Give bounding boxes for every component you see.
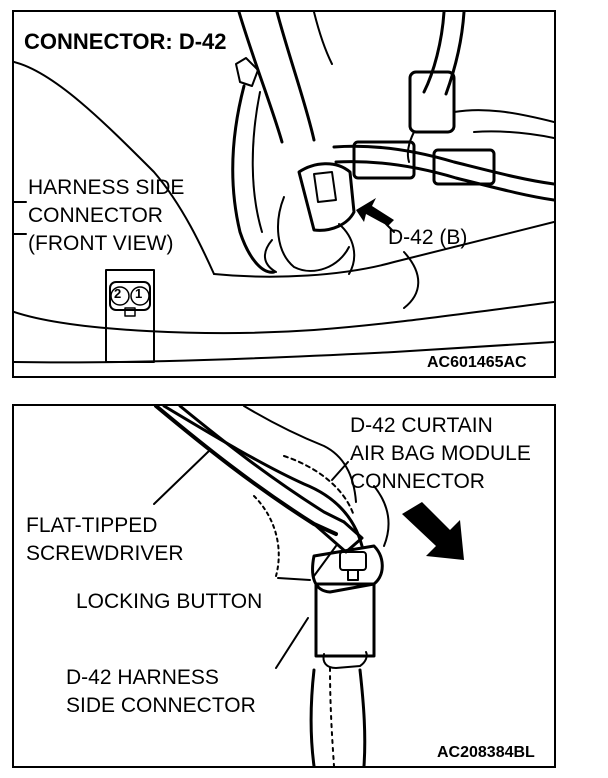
module-label-line-2: AIR BAG MODULE bbox=[350, 442, 531, 465]
locking-button-illustration bbox=[153, 406, 464, 766]
harness-side-connector-label-bottom: D-42 HARNESS SIDE CONNECTOR bbox=[66, 664, 256, 720]
module-label-line-3: CONNECTOR bbox=[350, 470, 485, 493]
harness-label-line-2: CONNECTOR bbox=[28, 204, 163, 227]
harness-label-line-3: (FRONT VIEW) bbox=[28, 232, 174, 255]
harness-side-connector-label: HARNESS SIDE CONNECTOR (FRONT VIEW) bbox=[28, 174, 184, 258]
bottom-diagram-panel: D-42 CURTAIN AIR BAG MODULE CONNECTOR FL… bbox=[12, 404, 556, 768]
screwdriver-label-line-2: SCREWDRIVER bbox=[26, 542, 184, 565]
screwdriver-label: FLAT-TIPPED SCREWDRIVER bbox=[26, 512, 184, 568]
bottom-harness-label-line-1: D-42 HARNESS bbox=[66, 666, 219, 689]
bottom-figure-code: AC208384BL bbox=[437, 744, 535, 761]
pin-number-1: 1 bbox=[135, 286, 143, 301]
curtain-air-bag-connector-label: D-42 CURTAIN AIR BAG MODULE CONNECTOR bbox=[350, 412, 531, 496]
screwdriver-label-line-1: FLAT-TIPPED bbox=[26, 514, 158, 537]
top-figure-code: AC601465AC bbox=[427, 354, 527, 371]
connector-id-label: D-42 (B) bbox=[388, 226, 468, 249]
module-label-line-1: D-42 CURTAIN bbox=[350, 414, 493, 437]
connector-title: CONNECTOR: D-42 bbox=[24, 29, 227, 54]
harness-label-line-1: HARNESS SIDE bbox=[28, 176, 185, 199]
connector-location-illustration bbox=[14, 12, 554, 364]
locking-button-label: LOCKING BUTTON bbox=[76, 590, 263, 613]
pin-number-2: 2 bbox=[114, 286, 122, 301]
top-diagram-panel: CONNECTOR: D-42 HARNESS SIDE CONNECTOR (… bbox=[12, 10, 556, 378]
bottom-harness-label-line-2: SIDE CONNECTOR bbox=[66, 694, 256, 717]
